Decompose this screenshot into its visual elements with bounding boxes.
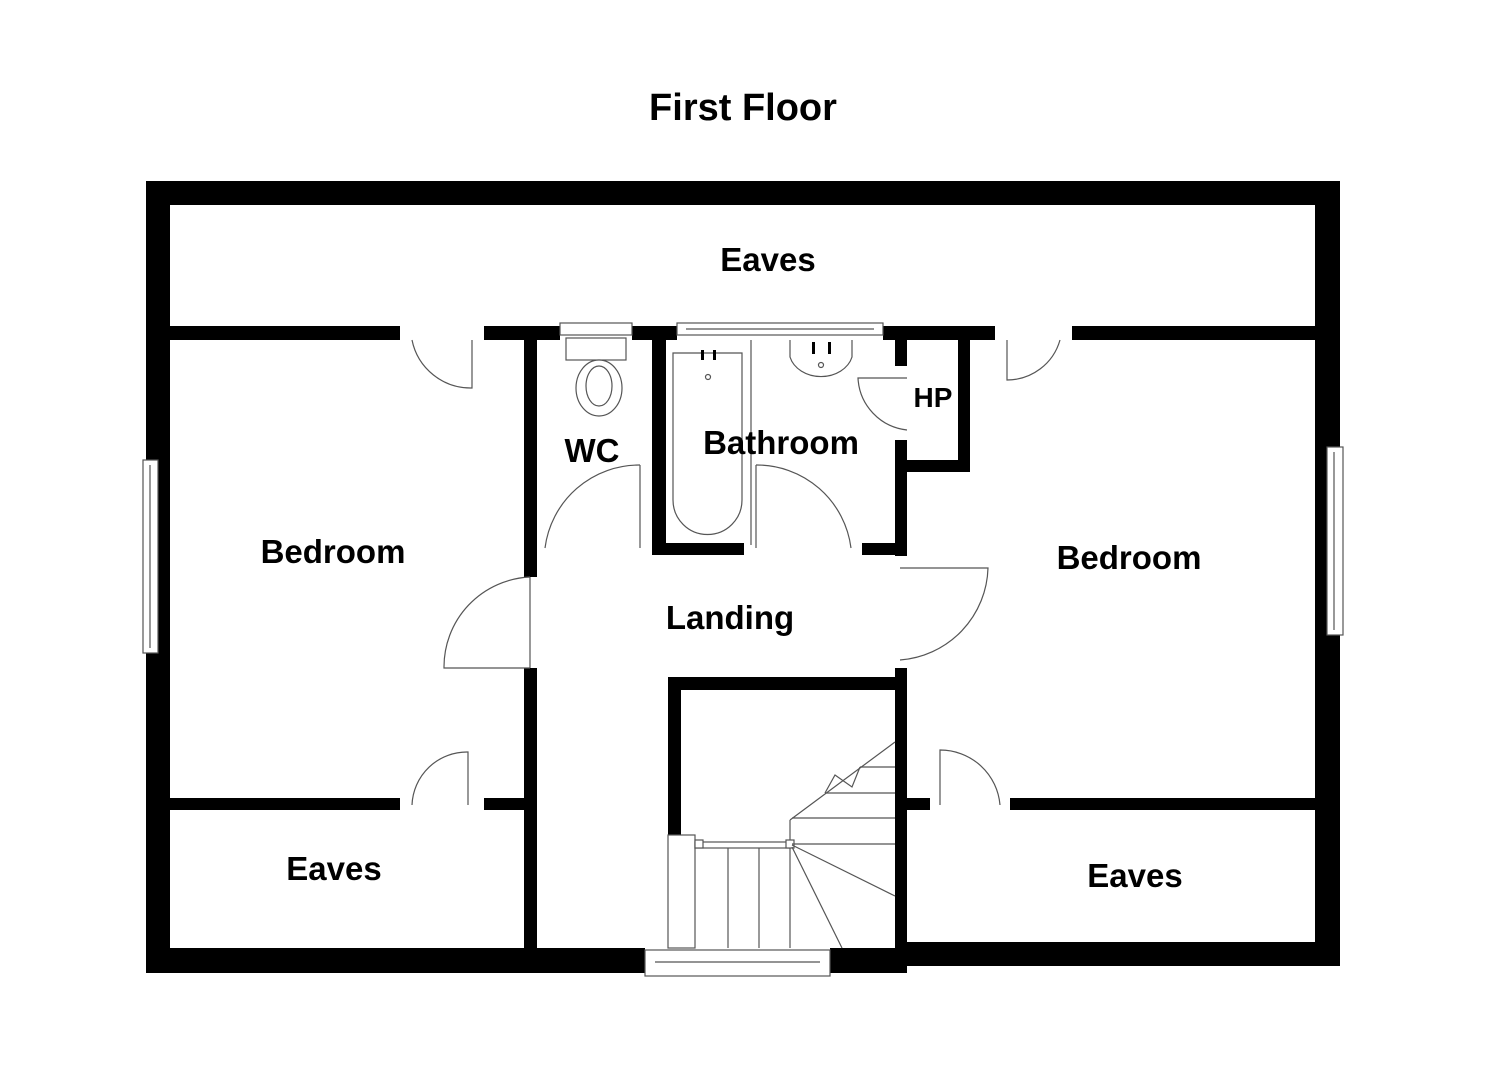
- toilet-bowl: [575, 359, 623, 417]
- label-bedroom-left: Bedroom: [261, 533, 406, 570]
- doors: [411, 339, 1061, 806]
- label-wc: WC: [565, 432, 620, 469]
- toilet-cistern: [565, 337, 627, 361]
- plan-title: First Floor: [649, 87, 837, 129]
- windows: [142, 322, 1344, 977]
- walls: [146, 181, 1340, 973]
- staircase: [667, 741, 896, 949]
- label-eaves-bottom-left: Eaves: [286, 850, 381, 887]
- bath: [672, 352, 743, 536]
- basin: [789, 340, 853, 378]
- label-bedroom-right: Bedroom: [1057, 539, 1202, 576]
- label-bathroom: Bathroom: [703, 424, 859, 461]
- label-landing: Landing: [666, 599, 794, 636]
- room-labels: Eaves Bedroom WC Bathroom HP Bedroom Lan…: [261, 241, 1202, 894]
- label-hp: HP: [914, 382, 953, 413]
- label-eaves-bottom-right: Eaves: [1087, 857, 1182, 894]
- label-eaves-top: Eaves: [720, 241, 815, 278]
- fixtures: [565, 337, 853, 545]
